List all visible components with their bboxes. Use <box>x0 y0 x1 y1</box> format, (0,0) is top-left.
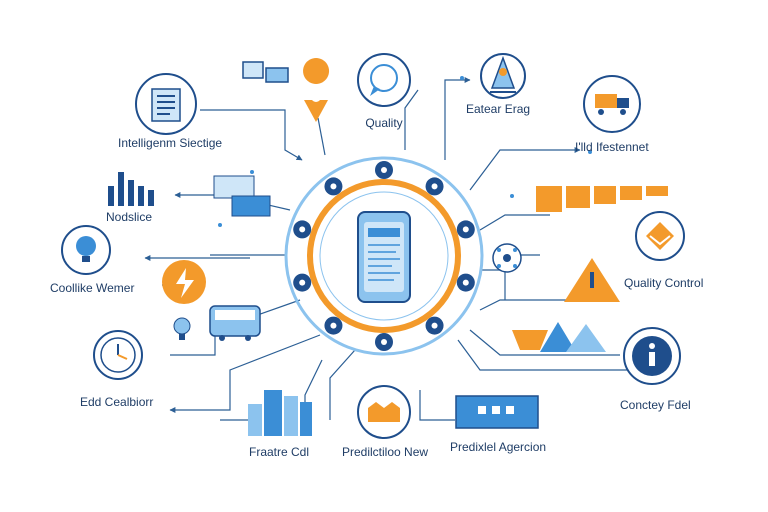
center-label: Quality <box>365 116 403 130</box>
bar-chart-icon <box>108 172 154 206</box>
node-intelligent[interactable] <box>135 73 197 135</box>
ring-nodes <box>293 161 475 351</box>
gauge-icon[interactable] <box>375 161 393 179</box>
cube-icon[interactable] <box>635 211 685 261</box>
monitor-icon <box>213 175 271 217</box>
lightning-icon[interactable] <box>162 260 206 304</box>
settings-icon[interactable] <box>456 220 475 239</box>
small-bulb-icon <box>173 317 191 340</box>
shield-icon[interactable] <box>293 273 312 292</box>
lock-icon[interactable] <box>425 316 444 335</box>
smartphone-icon <box>357 211 411 303</box>
label-nodslice: Nodslice <box>106 210 153 224</box>
process-blocks <box>536 186 668 212</box>
document-icon <box>151 88 181 122</box>
book-icon[interactable] <box>293 220 312 239</box>
warning-icon <box>564 258 620 302</box>
cart-icon[interactable] <box>456 273 475 292</box>
laptop-icon <box>242 61 289 83</box>
mountain-icon <box>512 322 606 352</box>
label-prediction: Predilctiloo New <box>342 445 429 459</box>
chart-icon[interactable] <box>324 177 343 196</box>
central-hub[interactable] <box>284 156 484 356</box>
label-coollike: Coollike Wemer <box>50 281 135 295</box>
info-icon[interactable] <box>623 327 681 385</box>
label-eatear: Eatear Erag <box>466 102 531 116</box>
user-icon[interactable] <box>375 333 393 351</box>
network-icon[interactable] <box>492 243 522 273</box>
lightbulb-icon[interactable] <box>61 225 111 275</box>
label-intelligent: Intelligenm Siectige <box>118 136 223 150</box>
label-qualitycontrol: Quality Control <box>624 276 704 290</box>
location-pin-icon <box>303 58 330 122</box>
robot-icon[interactable] <box>480 53 526 99</box>
rotate-icon[interactable] <box>324 316 343 335</box>
label-feature: Fraatre Cdl <box>249 445 310 459</box>
control-panel-icon[interactable] <box>455 395 539 429</box>
bus-icon <box>209 305 261 341</box>
label-contrey: Conctey Fdel <box>620 398 691 412</box>
buildings-icon <box>248 390 312 436</box>
truck-icon[interactable] <box>583 75 641 133</box>
label-predixel: Predixlel Agercion <box>450 440 547 454</box>
coin-icon[interactable] <box>425 177 444 196</box>
clock-icon[interactable] <box>93 330 143 380</box>
label-htld: I'lld Ifestennet <box>575 140 649 154</box>
label-edd: Edd Cealbiorr <box>80 395 154 409</box>
factory-icon[interactable] <box>357 385 411 439</box>
chat-icon[interactable] <box>357 53 411 107</box>
